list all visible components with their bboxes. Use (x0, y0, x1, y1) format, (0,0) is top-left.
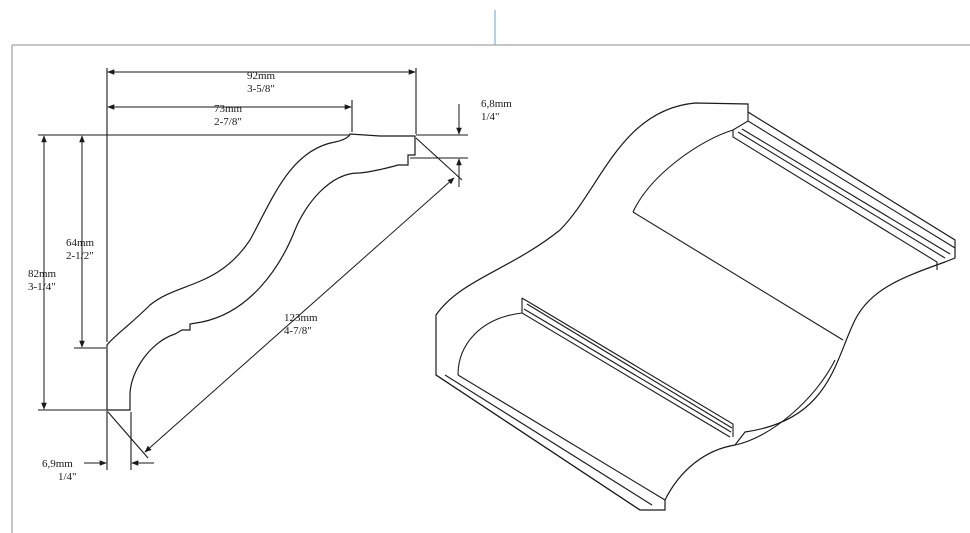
top-lip-mm: 6,8mm (481, 98, 512, 110)
height-face-mm: 64mm (66, 237, 95, 249)
bottom-lip-mm: 6,9mm (42, 458, 73, 470)
molding-profile (106, 133, 416, 411)
diagonal-mm: 123mm (284, 312, 318, 324)
dimension-lines (41, 69, 462, 466)
height-total-inch: 3-1/4" (28, 281, 56, 293)
width-total-inch: 3-5/8" (247, 83, 275, 95)
drawing-frame (11, 10, 970, 533)
height-face-inch: 2-1/2" (66, 250, 94, 262)
height-total-mm: 82mm (28, 268, 57, 280)
width-total-mm: 92mm (247, 70, 276, 82)
extension-lines (38, 68, 468, 470)
diagonal-inch: 4-7/8" (284, 325, 312, 337)
molding-3d-view (435, 102, 956, 511)
width-face-inch: 2-7/8" (214, 116, 242, 128)
top-lip-inch: 1/4" (481, 111, 500, 123)
width-face-mm: 73mm (214, 103, 243, 115)
bottom-lip-inch: 1/4" (58, 471, 77, 483)
dimension-texts: 92mm 3-5/8" 73mm 2-7/8" 6,8mm 1/4" 64mm … (28, 70, 512, 483)
